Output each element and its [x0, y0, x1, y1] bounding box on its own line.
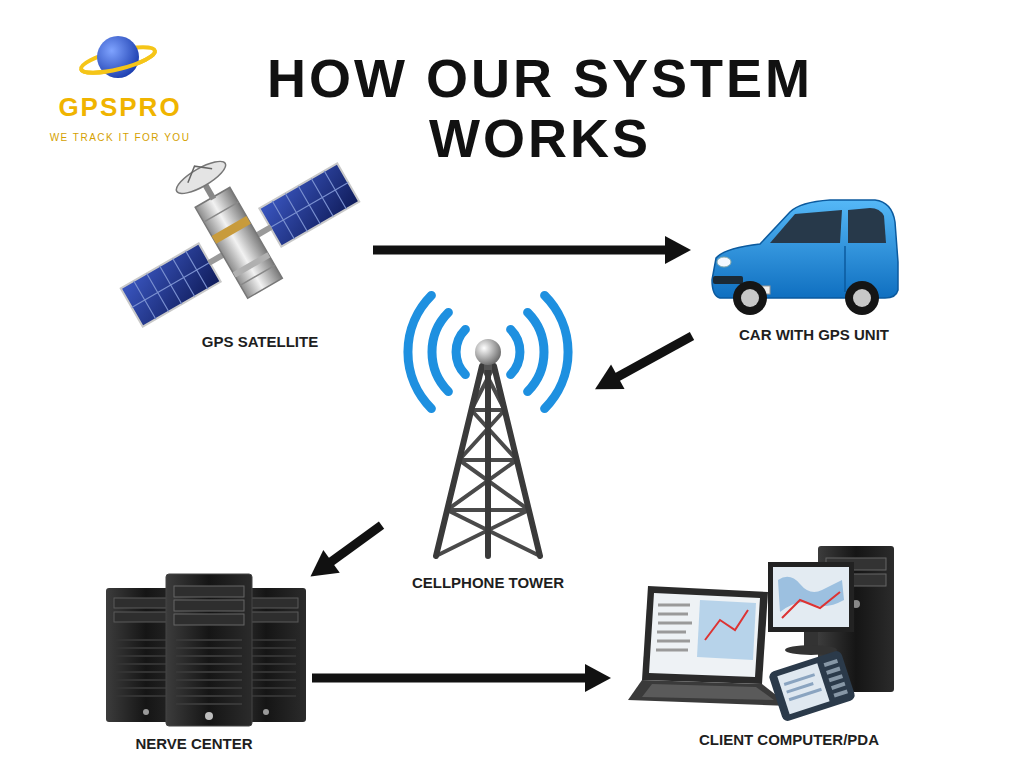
cell-tower-illustration-part-part	[436, 366, 540, 556]
flow-arrow	[373, 236, 691, 264]
logo-planet	[79, 36, 157, 78]
satellite-illustration-part	[259, 163, 359, 246]
server-illustration-part	[174, 614, 244, 625]
car-illustration-part	[770, 210, 842, 243]
server-illustration-part	[174, 586, 244, 597]
component-label: NERVE CENTER	[135, 735, 252, 753]
arrow-shaft	[616, 336, 692, 378]
component-node: CAR WITH GPS UNIT	[699, 190, 929, 348]
client-computer-illustration-part	[782, 592, 840, 618]
component-label: CELLPHONE TOWER	[412, 574, 564, 592]
client-computer-illustration-part-part	[768, 650, 856, 723]
cell-tower-illustration-part-part	[456, 329, 465, 374]
client-computer-illustration-part	[628, 680, 790, 706]
client-computer-illustration-part	[656, 605, 692, 650]
flow-arrow	[595, 336, 692, 389]
arrow-head	[665, 236, 691, 264]
satellite-illustration-part	[233, 252, 271, 277]
client-computer-illustration-part-part	[824, 661, 847, 696]
client-computer-illustration-part	[768, 562, 854, 632]
cell-tower-illustration	[408, 295, 568, 556]
car-illustration-part	[845, 281, 879, 315]
arrow-head	[585, 664, 611, 692]
cell-tower-illustration-part	[436, 366, 540, 556]
client-computer-illustration-part	[642, 586, 768, 684]
component-node: CELLPHONE TOWER	[388, 300, 588, 596]
flow-arrow	[312, 664, 611, 692]
satellite-illustration-part	[121, 243, 221, 326]
car-illustration-part	[713, 276, 743, 284]
client-computer-illustration-part	[705, 610, 748, 640]
component-label: GPS SATELLITE	[202, 333, 318, 351]
satellite-illustration-part	[121, 243, 221, 326]
logo-planet-part	[81, 51, 157, 78]
client-computer-illustration-part-part	[784, 674, 821, 700]
component-label: CLIENT COMPUTER/PDA	[699, 731, 879, 749]
arrow-head	[595, 364, 625, 389]
car-illustration-part	[848, 208, 886, 243]
server-illustration-part	[176, 640, 242, 704]
component-label: CAR WITH GPS UNIT	[739, 326, 889, 344]
client-computer-illustration-part	[649, 593, 760, 677]
server-illustration-part	[263, 709, 269, 715]
satellite-illustration-part	[182, 159, 212, 183]
brand-tagline: WE TRACK IT FOR YOU	[30, 131, 210, 144]
arrow-shaft	[373, 246, 667, 255]
cell-tower-illustration-part	[475, 339, 501, 365]
server-illustration	[106, 574, 306, 726]
client-computer-illustration-part-part	[777, 663, 829, 714]
cell-tower-illustration-part-part	[511, 329, 520, 374]
server-illustration-part	[143, 709, 149, 715]
car-illustration-part	[853, 289, 871, 307]
component-node: NERVE CENTER	[84, 565, 304, 757]
car-illustration-part	[844, 246, 846, 292]
client-computer-illustration-part	[773, 567, 849, 627]
car-illustration	[712, 200, 898, 315]
car-illustration-part	[717, 257, 731, 267]
satellite-illustration-part	[195, 187, 282, 298]
cell-tower-illustration-part-part	[528, 312, 544, 391]
arrow-shaft	[330, 525, 382, 562]
client-computer-illustration	[628, 546, 894, 722]
car-illustration-part	[733, 281, 767, 315]
client-computer-illustration-part	[778, 577, 844, 612]
client-computer-illustration-part	[697, 600, 756, 660]
component-node: GPS SATELLITE	[155, 165, 365, 355]
satellite-illustration-part	[259, 163, 359, 246]
satellite-illustration-part	[212, 216, 251, 244]
car-illustration-part	[741, 289, 759, 307]
satellite-illustration-part	[204, 202, 275, 285]
cell-tower-illustration-part-part	[408, 295, 431, 408]
server-illustration-part	[174, 600, 244, 611]
client-computer-illustration-part	[642, 684, 774, 700]
cell-tower-illustration-part-part	[432, 312, 448, 391]
page-title: HOW OUR SYSTEM WORKS	[240, 48, 840, 168]
arrow-shaft	[312, 674, 587, 683]
component-node: CLIENT COMPUTER/PDA	[619, 540, 959, 753]
arrow-head	[310, 550, 339, 577]
satellite-illustration-part	[172, 156, 229, 200]
cell-tower-illustration-part-part	[545, 295, 568, 408]
server-illustration-part	[205, 712, 213, 720]
flow-arrow	[310, 525, 381, 576]
server-illustration-part	[166, 574, 252, 726]
client-computer-illustration-part	[768, 650, 856, 723]
cell-tower-illustration-part	[436, 366, 540, 556]
brand-name: GPSPRO	[40, 92, 200, 122]
